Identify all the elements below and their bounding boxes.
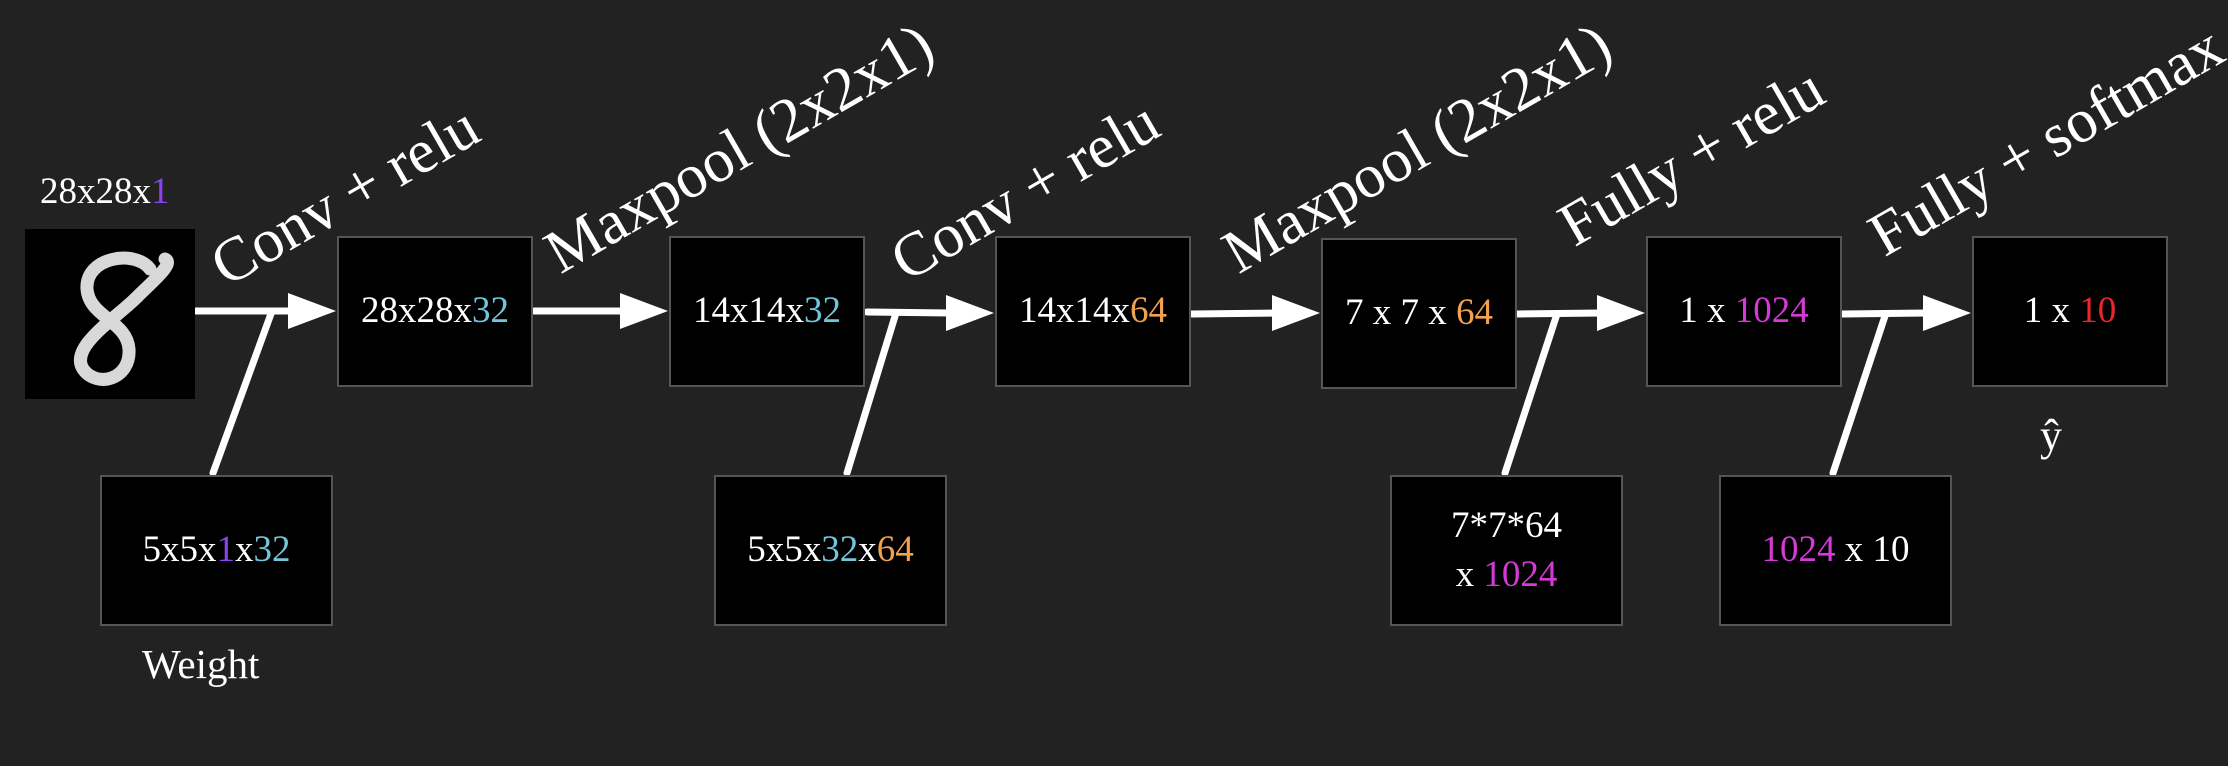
- arrow-4-shaft: [1188, 309, 1281, 318]
- layer-box-5: 1 x 1024: [1646, 236, 1842, 387]
- layer-box-6-output: 1 x 10: [1972, 236, 2168, 387]
- arrow-2-head: [620, 293, 668, 329]
- arrow-3-head: [946, 295, 994, 331]
- input-digit-image: [25, 229, 195, 399]
- weight-box-3: 7*7*64 x 1024: [1390, 475, 1623, 626]
- arrow-5-head: [1597, 295, 1645, 331]
- weight-label: Weight: [142, 641, 260, 687]
- output-label-yhat: ŷ: [2040, 411, 2062, 460]
- arrow-4-head: [1272, 295, 1320, 331]
- input-shape-label: 28x28x1: [40, 171, 170, 212]
- weight-box-4: 1024 x 10: [1719, 475, 1952, 626]
- weight-3-connector: [1501, 310, 1561, 477]
- arrow-1-head: [288, 293, 336, 329]
- arrow-3-shaft: [863, 308, 954, 317]
- arrow-6-head: [1923, 295, 1971, 331]
- weight-box-3-line1: 7*7*64: [1451, 505, 1562, 547]
- weight-2-connector: [843, 309, 900, 477]
- weight-box-3-line2: x 1024: [1455, 553, 1558, 595]
- weight-4-connector: [1829, 312, 1889, 477]
- weight-1-connector: [209, 307, 276, 477]
- layer-box-4: 7 x 7 x 64: [1321, 238, 1517, 389]
- handwritten-digit-eight: [74, 251, 174, 386]
